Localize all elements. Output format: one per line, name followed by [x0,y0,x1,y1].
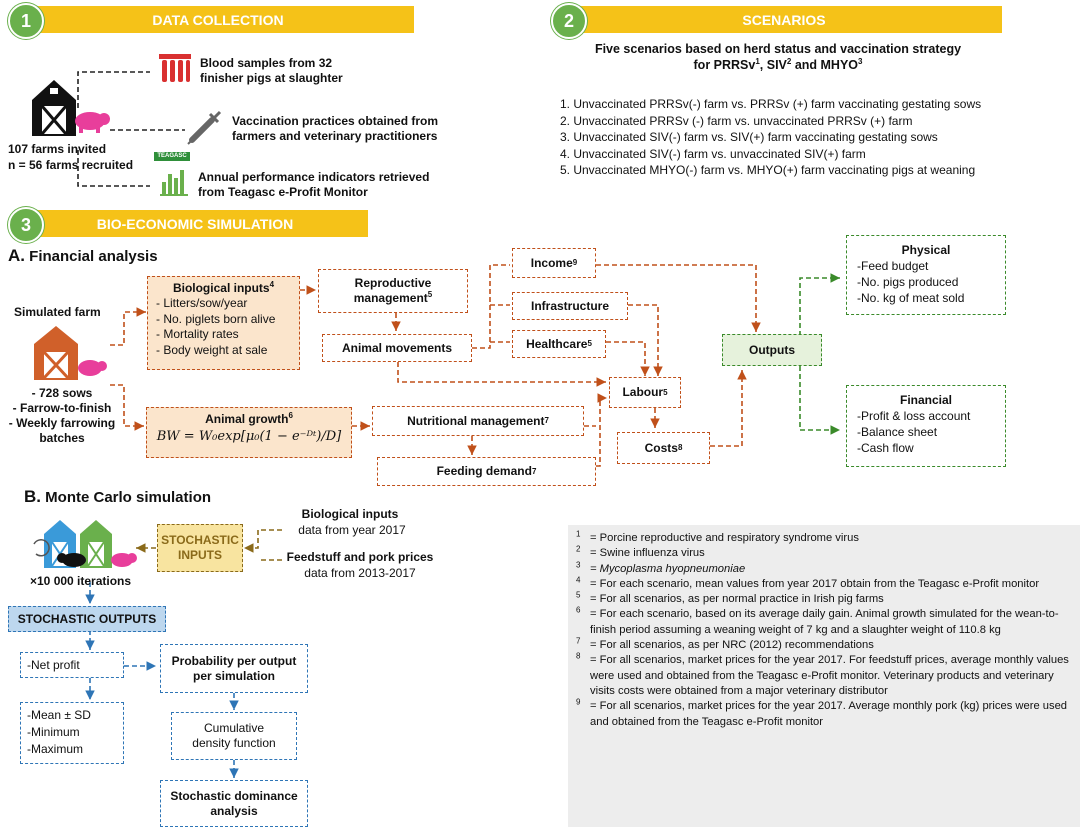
financial-title: Financial [899,393,952,407]
performance-line2: from Teagasc e-Profit Monitor [198,185,368,199]
vaccination-line2: farmers and veterinary practitioners [232,129,438,143]
growth-formula: BW = W₀exp[μ₀(1 − e⁻ᴰᵗ)/D] [156,429,342,444]
stats-box: -Mean ± SD -Minimum -Maximum [20,702,124,764]
financial-outputs-box: Financial -Profit & loss account -Balanc… [846,385,1006,467]
bio-inputs-source-title: Biological inputs [301,507,399,521]
biological-inputs-box: Biological inputs4 - Litters/sow/year - … [147,276,300,370]
footnote: 3= Mycoplasma hyopneumoniae [576,559,746,575]
scenario-list: 1. Unvaccinated PRRSv(-) farm vs. PRRSv … [560,96,1080,179]
farms-recruited: n = 56 farms recruited [8,158,134,172]
performance-line1: Annual performance indicators retrieved [198,170,430,184]
teagasc-logo: TEAGASC [154,152,190,161]
financial-connectors [110,264,761,467]
section-title: DATA COLLECTION [152,11,284,28]
monte-carlo-heading: B. Monte Carlo simulation [24,487,212,507]
financial-heading: A. Financial analysis [8,246,158,266]
scenario-item: 1. Unvaccinated PRRSv(-) farm vs. PRRSv … [560,97,982,111]
footnote: 9= For all scenarios, market prices for … [576,697,1068,728]
infrastructure-box: Infrastructure [512,292,628,320]
pig-icon [75,112,110,133]
net-profit-box: -Net profit [20,652,124,678]
simulated-barn-icon [34,326,107,380]
scenario-item: 5. Unvaccinated MHYO(-) farm vs. MHYO(+)… [560,163,976,177]
prices-source-title: Feedstuff and pork prices [286,550,434,564]
prices-source-years: data from 2013-2017 [304,566,416,580]
data-collection-connectors [77,71,185,187]
vaccination-line1: Vaccination practices obtained from [232,114,439,128]
footnote: 8= For all scenarios, market prices for … [576,651,1069,697]
footnotes-panel: 1= Porcine reproductive and respiratory … [568,525,1080,827]
blood-tubes-icon [159,54,191,82]
footnote: 7= For all scenarios, as per NRC (2012) … [576,636,874,652]
footnote: 2= Swine influenza virus [576,544,705,560]
stochastic-outputs-box: STOCHASTIC OUTPUTS [8,606,166,632]
scenario-item: 3. Unvaccinated SIV(-) farm vs. SIV(+) f… [560,130,938,144]
outputs-box: Outputs [722,334,822,366]
animal-movements-box: Animal movements [322,334,472,362]
scenarios-title-line1: Five scenarios based on herd status and … [594,42,962,56]
iterations-label: ×10 000 iterations [30,574,132,588]
section-number-2: 2 [551,3,587,39]
scenario-item: 2. Unvaccinated PRRSv (-) farm vs. unvac… [560,113,913,128]
animal-growth-box: Animal growth6 BW = W₀exp[μ₀(1 − e⁻ᴰᵗ)/D… [146,407,352,458]
syringe-icon [187,110,222,145]
footnote: 5= For all scenarios, as per normal prac… [576,590,884,606]
blood-samples-line1: Blood samples from 32 [200,56,333,70]
stochastic-input-connectors [136,529,282,561]
section-number-3: 3 [8,207,44,243]
monte-carlo-connectors [85,582,239,778]
iteration-barns-icon [33,520,137,568]
scenario-item: 4. Unvaccinated SIV(-) farm vs. unvaccin… [560,146,866,161]
scenarios-title-line2: for PRRSv1, SIV2 and MHYO3 [693,56,863,72]
blood-samples-line2: finisher pigs at slaughter [200,71,343,85]
footnote: 4= For each scenario, mean values from y… [576,575,1040,590]
farms-invited: 107 farms invited [8,142,107,156]
section-bar-scenarios: SCENARIOS [566,6,1002,33]
footnote: 6= For each scenario, based on its avera… [576,605,1059,636]
section-title: BIO-ECONOMIC SIMULATION [96,215,294,232]
section-bar-bio-economic: BIO-ECONOMIC SIMULATION [22,210,368,237]
section-bar-data-collection: DATA COLLECTION [22,6,414,33]
farm-specs: - 728 sows - Farrow-to-finish - Weekly f… [8,386,116,445]
footnote: 1= Porcine reproductive and respiratory … [576,529,859,544]
section-number-1: 1 [8,3,44,39]
section-title: SCENARIOS [742,11,826,28]
biological-inputs-title: Biological inputs4 [172,280,275,296]
physical-title: Physical [901,243,951,257]
physical-outputs-box: Physical -Feed budget -No. pigs produced… [846,235,1006,315]
simulated-farm-label: Simulated farm [14,305,101,319]
animal-growth-title: Animal growth6 [205,411,293,427]
barn-icon [32,80,76,136]
bio-inputs-source-year: data from year 2017 [298,523,406,537]
bar-chart-icon [160,170,188,196]
